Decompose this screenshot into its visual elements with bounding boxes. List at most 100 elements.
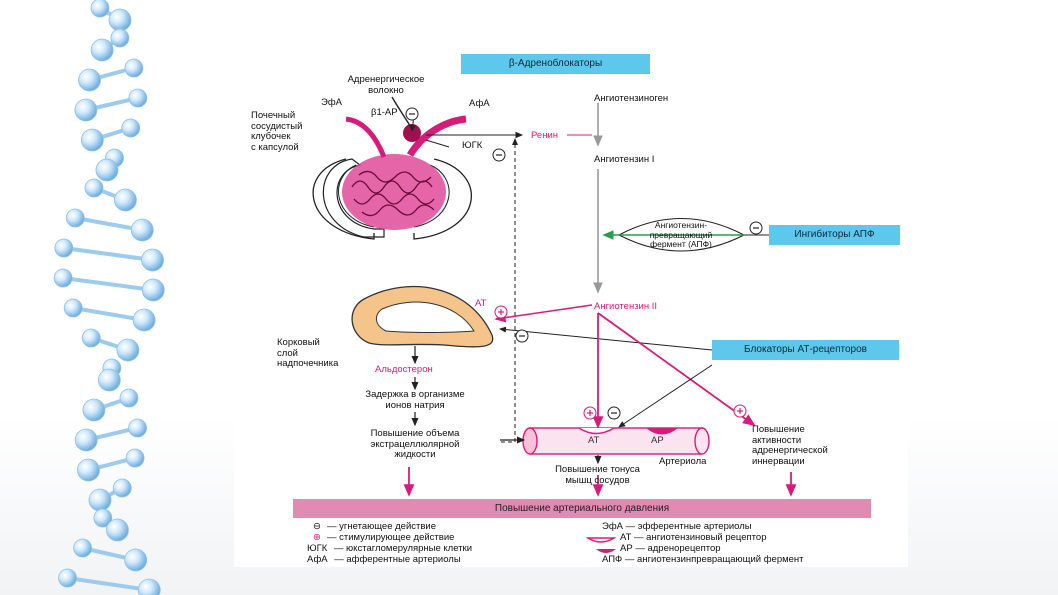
dna-node [113,188,137,212]
dna-node [130,218,154,242]
dna-node [88,488,112,512]
dna-node [77,458,100,482]
dna-node [58,568,77,588]
legend-text: — адренорецептор [635,543,721,554]
plus-icon: ⊕ [313,532,321,543]
dna-node [80,128,104,152]
afferent-arteriole [406,115,467,157]
dna-rung [61,246,155,262]
vessel-at-label: АТ [588,435,600,446]
angiotensin-2-label: Ангиотензин II [594,301,658,312]
arteriole-vessel [522,427,710,455]
dna-node [93,508,113,528]
at-blockers-box: Блокаторы АТ-рецепторов [712,340,899,360]
legend-item: АТ — ангиотензиновый рецептор [602,532,804,543]
legend-item: АР — адренорецептор [602,543,804,554]
capsule-inner [338,164,450,228]
dna-node [81,328,101,348]
ace-enzyme-label: Ангиотензин- превращающий фермент (АПФ) [649,220,713,249]
dna-node [124,58,144,78]
dna-node [128,88,148,108]
dna-node [132,308,156,332]
dna-helix-decoration [53,0,165,595]
adrenergic-fiber-label: Адренергическое волокно [347,74,425,96]
legend-right: ЭфА — эфферентные артериолы АТ — ангиоте… [602,521,804,565]
legend-item: ЭфА — эфферентные артериолы [602,521,804,532]
at-receptor-icon: АТ [620,532,632,543]
dna-node [121,118,141,138]
efa-label: ЭфА [321,97,342,108]
glomerulus-shape [342,154,446,230]
legend-text: — эфферентные артериолы [625,521,752,532]
arteriole-label: Артериола [659,456,707,467]
dna-node [110,28,130,48]
afa-label: АфА [469,98,490,109]
aldosterone-label: Альдостерон [375,364,433,375]
renin-label: Ренин [531,130,559,141]
angiotensinogen-label: Ангиотензиноген [594,93,669,104]
dna-rung [61,276,156,292]
dna-rung [65,576,152,592]
legend-text: — афферентные артериолы [334,554,461,565]
efferent-arteriole [345,116,387,158]
dna-node [137,578,161,595]
dna-node [116,338,140,362]
dna-rung [71,306,147,322]
adrenergic-activity-label: Повышение активности адренергической инн… [752,424,828,467]
minus-icon: ⊖ [313,521,321,532]
dna-node [74,98,98,122]
dna-node [112,478,132,498]
fluid-volume-label: Повышение объема экстрацеллюлярной жидко… [370,428,460,460]
dna-node [63,298,83,318]
legend-item: АПФ — ангиотензинпревращающий фермент [602,554,804,565]
vascular-tone-label: Повышение тонуса мышц сосудов [555,464,640,486]
dna-node [90,0,110,18]
legend-symbol: ЮГК [307,543,328,554]
dna-node [125,448,145,468]
legend-symbol: АПФ [602,554,623,565]
dna-node [128,418,147,438]
dna-node [124,548,148,572]
sodium-retention-label: Задержка в организме ионов натрия [365,389,465,411]
dna-node [78,68,101,92]
raas-diagram [312,96,797,553]
legend-item: ⊖ — угнетающее действие [311,521,472,532]
dna-node [53,268,73,288]
vessel-ar-label: АР [651,435,664,446]
dna-node [73,538,93,558]
legend-item: АфА — афферентные артериолы [307,554,472,565]
dna-node [74,428,98,452]
glomerulus-label: Почечный сосудистый клубочек с капсулой [251,110,303,153]
dna-node [141,248,164,272]
dna-node [54,238,74,258]
legend-text: — угнетающее действие [327,521,437,532]
adrenoreceptor-icon: АР [620,543,633,554]
dna-node [106,518,129,542]
dna-node [141,278,165,302]
dna-node [65,208,85,228]
legend-text: — юкстагломерулярные клетки [333,543,473,554]
dna-node [97,368,121,392]
ace-inhibitors-box: Ингибиторы АПФ [769,225,900,245]
legend-symbol: АфА [307,554,328,565]
dna-node [84,178,104,198]
jgc-cluster [403,124,421,142]
dna-node [95,158,119,182]
legend-symbol: ЭфА [602,521,623,532]
legend-item: ЮГК — юкстагломерулярные клетки [307,543,473,554]
angiotensin-1-label: Ангиотензин I [594,154,655,165]
jgc-label: ЮГК [462,140,483,151]
raas-figure: β-Адреноблокаторы Ингибиторы АПФ Блокато… [234,47,908,567]
dna-node [108,8,132,32]
beta-blockers-box: β-Адреноблокаторы [461,54,650,74]
legend-text: — ангиотензинпревращающий фермент [624,554,804,565]
capsule-outer [312,158,472,240]
legend-text: — ангиотензиновый рецептор [634,532,767,543]
legend-item: ⊕ — стимулирующее действие [311,532,472,543]
dna-node [119,388,139,408]
feedback-dashed-line [501,138,518,443]
bowman-capsule-shape [322,158,385,238]
legend-left: ⊖ — угнетающее действие ⊕ — стимулирующее … [307,521,473,565]
dna-node [90,38,114,62]
legend-text: — стимулирующее действие [327,532,455,543]
